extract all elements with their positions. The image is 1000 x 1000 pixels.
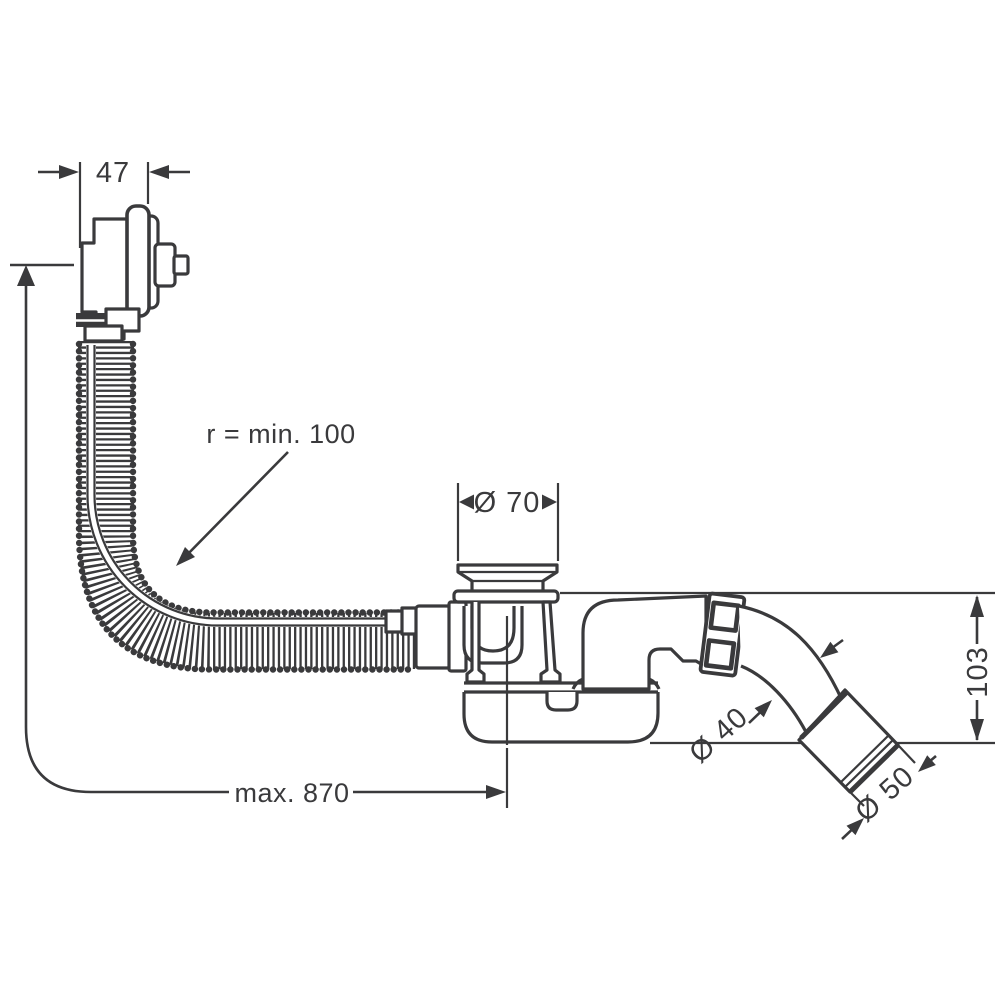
rotary-rosette (125, 204, 151, 318)
arrowhead-left (459, 494, 474, 510)
arrowhead-upper (918, 755, 936, 772)
adapter-end-line-1 (844, 739, 894, 788)
dimension-text-103: 103 (962, 646, 994, 697)
hose-outer-scallop-edge (75, 340, 412, 673)
arrowhead-right (542, 494, 557, 510)
adapter-end-line-2 (839, 734, 890, 784)
adapter-entry-face (799, 690, 849, 740)
inlet-cylinder (414, 604, 452, 670)
up-arrowhead (17, 265, 35, 286)
dimension-outlet-height: 103 (962, 595, 994, 741)
overflow-unit (76, 204, 190, 343)
stopper-cap (456, 563, 559, 594)
hose-inner-scallop-edge (129, 340, 404, 616)
outlet-pipe (738, 604, 844, 733)
dimension-text-radius: r = min. 100 (206, 419, 355, 449)
valve-leg-right (539, 600, 562, 684)
outlet-elbow (571, 594, 708, 691)
hose-coupling (698, 591, 747, 678)
dimension-text-max870: max. 870 (234, 778, 349, 808)
waste-valve (452, 563, 562, 684)
pipe-lower-edge (740, 664, 808, 733)
valve-collar (452, 589, 560, 604)
inner-tube-inner-line (93, 345, 419, 620)
outlet-adapter (797, 688, 916, 807)
hose-length-dimension-path (24, 286, 229, 794)
arrow-tail-lower (748, 711, 761, 724)
dimension-overflow-depth: 47 (38, 157, 190, 248)
leader-line (181, 451, 289, 561)
hose-length-dimension-lines (10, 263, 509, 808)
inner-tube-clearing (86, 345, 420, 627)
arrowhead-upper (820, 641, 839, 658)
arrowhead-lower (846, 818, 864, 836)
pipe-fill (739, 606, 842, 732)
dimension-flange-diameter: Ø 70 (456, 483, 560, 561)
elbow-flare-right (648, 677, 661, 690)
coupling-window-upper (708, 600, 741, 633)
adapter-edge-extension-bottom (849, 791, 865, 807)
dimension-bend-radius: r = min. 100 (176, 419, 355, 566)
arrow-tail-lower (841, 828, 853, 840)
elbow-pipe (581, 594, 708, 691)
valve-leg-left (465, 602, 486, 684)
arrowhead-lower (754, 700, 772, 718)
adapter-edge-extension-top (897, 744, 916, 764)
coupling-window-lower (703, 638, 737, 671)
dimension-hose-length: max. 870 (234, 616, 509, 808)
trap-bowl (462, 692, 660, 744)
inner-tube-outer-line (86, 345, 417, 627)
arrowhead-right (149, 165, 169, 179)
trap-downpipe (545, 692, 579, 712)
arrowhead-down (970, 719, 984, 741)
dimension-text-47: 47 (96, 157, 130, 189)
dimension-text-d40: Ø 40 (683, 701, 754, 770)
right-arrowhead (486, 785, 506, 799)
hose-connector (83, 324, 124, 343)
knob-stub (172, 254, 190, 276)
leader-arrowhead (176, 547, 195, 566)
adapter-end-face (848, 743, 900, 794)
arrowhead-left (59, 165, 79, 179)
pipe-upper-edge (738, 604, 844, 701)
control-knob (153, 242, 177, 288)
arrowhead-up (970, 595, 984, 617)
elbow-flare-left (571, 677, 584, 690)
dimension-text-d70: Ø 70 (474, 487, 541, 519)
flexible-hose (75, 340, 468, 673)
